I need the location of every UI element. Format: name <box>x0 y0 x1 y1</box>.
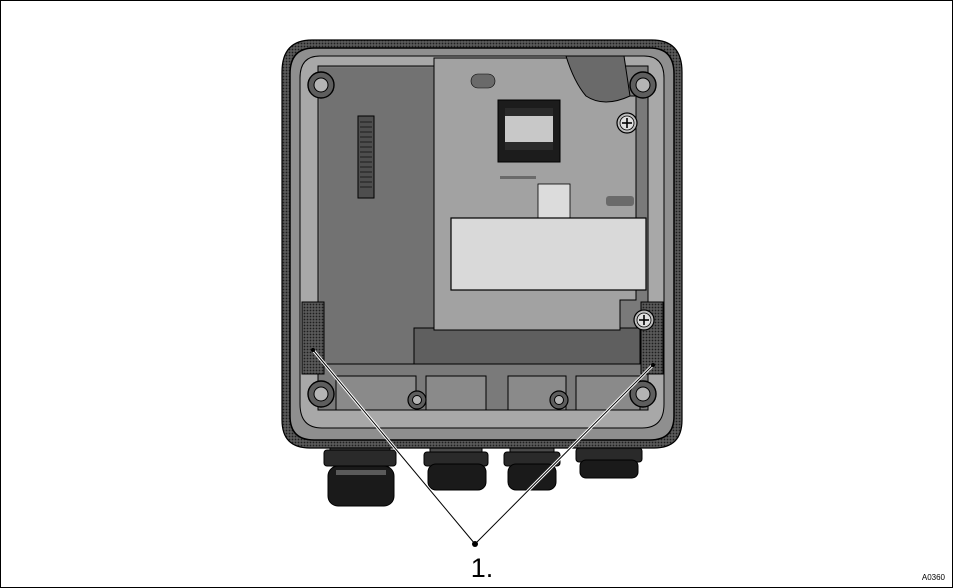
screw-bottom-inner-right <box>549 390 569 410</box>
screw-bottom-inner-left <box>407 390 427 410</box>
screw-top-right <box>629 71 657 99</box>
callout-dot <box>472 541 478 547</box>
callout-leaders-stroke <box>312 349 654 545</box>
seal-left <box>301 301 325 375</box>
board-screw-top <box>616 112 638 134</box>
leader-end-right <box>651 363 655 367</box>
label-plate <box>450 217 647 291</box>
electronics-board <box>433 55 647 331</box>
screw-bottom-left <box>307 380 335 408</box>
screw-bottom-right <box>629 380 657 408</box>
ribbon-connector <box>357 115 375 199</box>
board-screw-bottom <box>633 309 655 331</box>
leader-end-left <box>311 348 315 352</box>
reference-code: A0360 <box>921 573 945 582</box>
callout-label: 1. <box>470 553 494 583</box>
corner-screws <box>307 71 657 410</box>
screw-top-left <box>307 71 335 99</box>
